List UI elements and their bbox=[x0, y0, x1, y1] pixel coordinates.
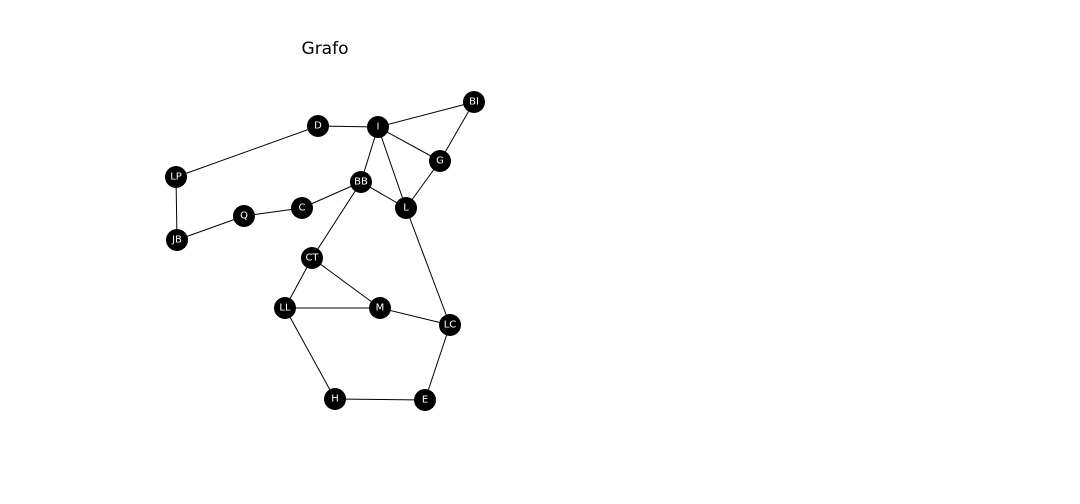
edge-BI-G bbox=[439, 101, 475, 162]
node-label: LC bbox=[444, 320, 457, 331]
node-LC: LC bbox=[439, 314, 461, 336]
node-JB: JB bbox=[166, 229, 188, 251]
edge-BB-CT bbox=[311, 181, 362, 259]
node-H: H bbox=[324, 388, 346, 410]
node-LL: LL bbox=[274, 297, 296, 319]
node-label: JB bbox=[171, 235, 182, 246]
edge-H-E bbox=[334, 398, 426, 401]
node-circle bbox=[307, 115, 329, 137]
edge-D-LP bbox=[175, 125, 319, 178]
node-D: D bbox=[307, 115, 329, 137]
node-circle bbox=[350, 171, 372, 193]
edge-LL-H bbox=[284, 307, 336, 400]
node-BB: BB bbox=[350, 171, 372, 193]
node-label: I bbox=[377, 122, 380, 133]
node-LP: LP bbox=[165, 166, 187, 188]
node-label: BI bbox=[469, 97, 479, 108]
edge-I-BI bbox=[377, 101, 475, 128]
node-label: L bbox=[403, 203, 409, 214]
node-C: C bbox=[291, 197, 313, 219]
edge-L-LC bbox=[405, 207, 451, 326]
edge-LC-E bbox=[424, 324, 451, 401]
node-circle bbox=[301, 247, 323, 269]
node-label: LP bbox=[170, 172, 182, 183]
node-CT: CT bbox=[301, 247, 323, 269]
node-I: I bbox=[367, 116, 389, 138]
node-circle bbox=[165, 166, 187, 188]
node-label: Q bbox=[240, 211, 248, 222]
node-circle bbox=[429, 150, 451, 172]
edge-JB-Q bbox=[176, 215, 245, 241]
edge-I-L bbox=[377, 126, 407, 209]
node-circle bbox=[274, 297, 296, 319]
edge-CT-M bbox=[311, 257, 381, 309]
node-label: BB bbox=[354, 177, 368, 188]
node-M: M bbox=[369, 297, 391, 319]
node-circle bbox=[233, 205, 255, 227]
node-label: M bbox=[376, 303, 385, 314]
node-Q: Q bbox=[233, 205, 255, 227]
node-label: H bbox=[331, 394, 339, 405]
node-label: LL bbox=[279, 303, 291, 314]
node-label: CT bbox=[305, 253, 319, 264]
node-circle bbox=[439, 314, 461, 336]
node-layer: D I BI G LP BB C Q L JB CT LL M LC H E bbox=[165, 91, 485, 411]
graph-title: Grafo bbox=[302, 39, 349, 59]
node-BI: BI bbox=[463, 91, 485, 113]
node-G: G bbox=[429, 150, 451, 172]
node-label: D bbox=[314, 121, 322, 132]
node-label: G bbox=[436, 156, 444, 167]
edge-I-G bbox=[377, 126, 441, 162]
node-label: E bbox=[422, 395, 428, 406]
node-E: E bbox=[414, 389, 436, 411]
node-circle bbox=[414, 389, 436, 411]
node-label: C bbox=[299, 203, 306, 214]
edge-layer bbox=[175, 101, 475, 401]
node-circle bbox=[395, 197, 417, 219]
node-circle bbox=[324, 388, 346, 410]
node-circle bbox=[166, 229, 188, 251]
node-circle bbox=[291, 197, 313, 219]
node-circle bbox=[369, 297, 391, 319]
edge-M-LC bbox=[379, 307, 451, 326]
node-circle bbox=[367, 116, 389, 138]
node-L: L bbox=[395, 197, 417, 219]
node-circle bbox=[463, 91, 485, 113]
